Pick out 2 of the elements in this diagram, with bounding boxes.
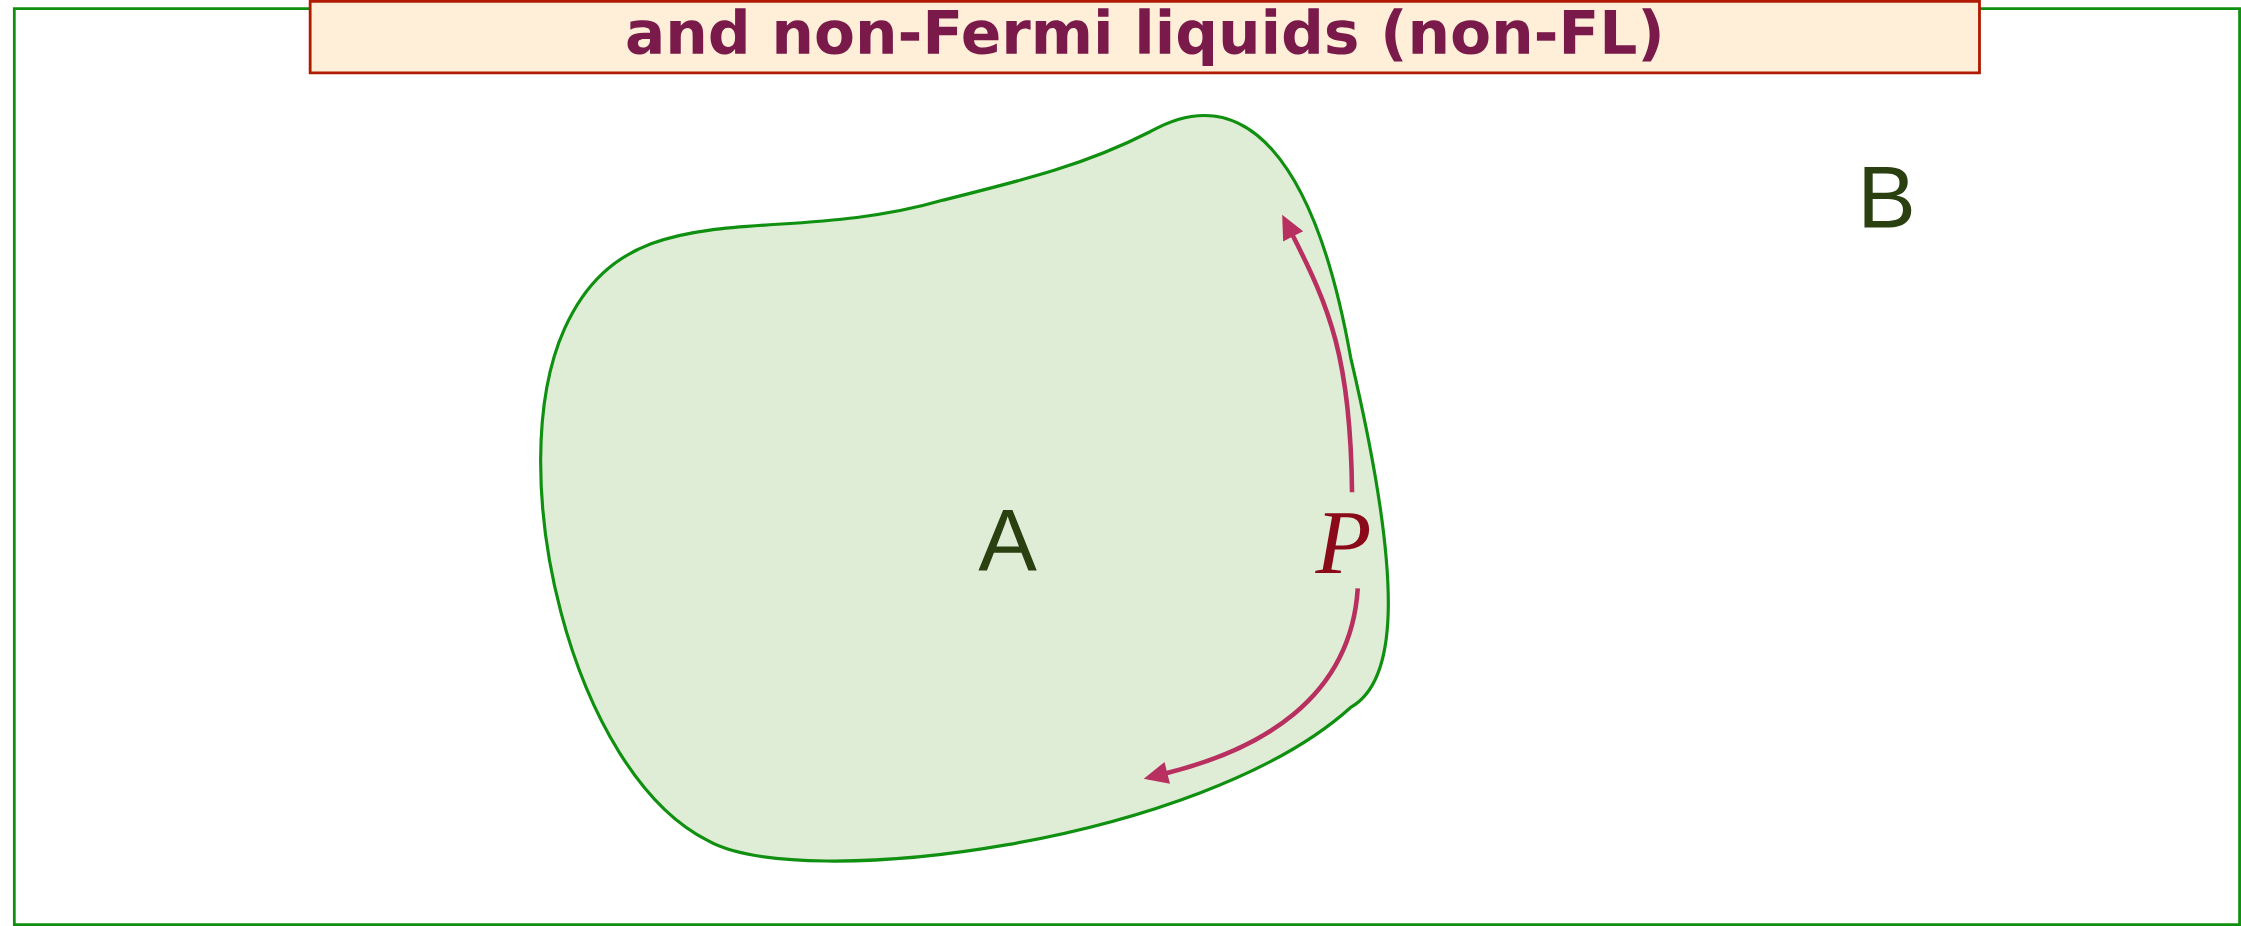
point-label: P [1315,513,1370,573]
title-box: and non-Fermi liquids (non-FL) [308,0,1981,75]
